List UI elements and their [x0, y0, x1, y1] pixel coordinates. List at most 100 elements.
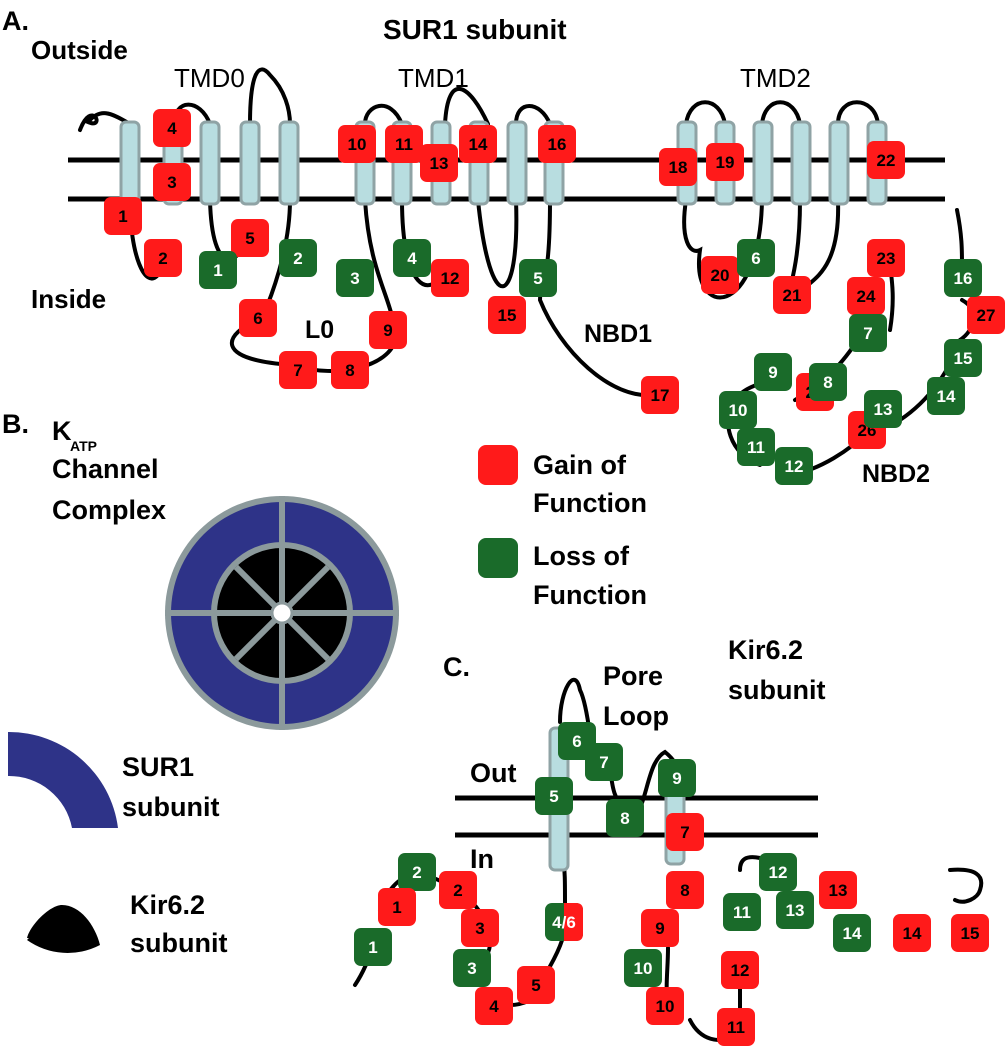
katp-atp: ATP: [70, 438, 97, 454]
helix: [199, 120, 221, 206]
marker-label: 8: [620, 809, 629, 828]
marker-label: 6: [572, 732, 581, 751]
gain-marker-12: 12: [431, 259, 469, 297]
marker-label: 3: [350, 269, 359, 288]
marker-label: 1: [368, 938, 377, 957]
gain-marker-4: 4: [153, 109, 191, 147]
marker-label: 3: [467, 959, 476, 978]
marker-label: 12: [731, 961, 750, 980]
marker-label: 4: [489, 997, 499, 1016]
helix: [790, 120, 812, 206]
panel-b: B. K ATP Channel Complex SUR1 subunit Ki…: [2, 409, 399, 958]
mixed-marker-4-6: 4/6: [545, 903, 583, 941]
marker-label: 2: [453, 881, 462, 900]
loss-marker-1: 1: [199, 251, 237, 289]
loss-marker-14: 14: [927, 377, 965, 415]
helix: [506, 120, 528, 206]
loss-marker-14: 14: [833, 914, 871, 952]
marker-label: 15: [498, 306, 517, 325]
gain-marker-3: 3: [153, 163, 191, 201]
marker-label: 12: [769, 863, 788, 882]
gain-marker-11: 11: [385, 125, 423, 163]
marker-label: 2: [158, 249, 167, 268]
gain-marker-9: 9: [641, 909, 679, 947]
gain-marker-18: 18: [659, 148, 697, 186]
marker-label: 1: [118, 207, 127, 226]
marker-label: 7: [599, 753, 608, 772]
panel-a-letter: A.: [2, 6, 29, 36]
gain-marker-22: 22: [867, 141, 905, 179]
marker-label: 9: [672, 769, 681, 788]
marker-label: 5: [531, 976, 540, 995]
loss-marker-13: 13: [864, 390, 902, 428]
loss-marker-2: 2: [279, 239, 317, 277]
sur1-arc-icon: [8, 731, 118, 828]
loss-marker-9: 9: [754, 353, 792, 391]
complex-label: Complex: [52, 495, 166, 525]
in-label: In: [470, 844, 494, 874]
marker-label: 1: [213, 261, 222, 280]
nbd2-label: NBD2: [862, 460, 930, 488]
marker-label: 20: [711, 266, 730, 285]
gain-marker-11: 11: [717, 1008, 755, 1046]
helix: [828, 120, 850, 206]
marker-label: 15: [954, 349, 973, 368]
gain-marker-15: 15: [488, 296, 526, 334]
marker-label: 5: [549, 787, 558, 806]
gain-marker-17: 17: [641, 376, 679, 414]
marker-label: 6: [751, 249, 760, 268]
gain-line1: Gain of: [533, 450, 627, 480]
loss-marker-6: 6: [737, 239, 775, 277]
marker-label: 13: [874, 400, 893, 419]
marker-label: 12: [441, 269, 460, 288]
panel-c-letter: C.: [443, 652, 470, 682]
gain-marker-2: 2: [439, 871, 477, 909]
loss-marker-12: 12: [759, 853, 797, 891]
marker-label: 16: [548, 135, 567, 154]
helix: [239, 120, 261, 206]
marker-label: 8: [345, 361, 354, 380]
gain-marker-9: 9: [369, 311, 407, 349]
gain-marker-13: 13: [420, 144, 458, 182]
gain-marker-19: 19: [706, 143, 744, 181]
loss-marker-15: 15: [944, 339, 982, 377]
function-legend: Gain of Function Loss of Function: [478, 445, 647, 610]
helix: [752, 120, 774, 206]
gain-marker-12: 12: [721, 951, 759, 989]
loss-marker-16: 16: [944, 259, 982, 297]
inside-label: Inside: [31, 284, 106, 314]
marker-label: 24: [857, 287, 876, 306]
marker-label: 4: [167, 119, 177, 138]
gain-marker-5: 5: [231, 219, 269, 257]
marker-label: 14: [469, 135, 488, 154]
loss-marker-1: 1: [354, 928, 392, 966]
marker-label: 17: [651, 386, 670, 405]
marker-label: 10: [348, 135, 367, 154]
loss-marker-3: 3: [453, 949, 491, 987]
marker-label: 4/6: [552, 913, 576, 932]
gain-marker-20: 20: [701, 256, 739, 294]
kir-legend-line2: subunit: [130, 928, 227, 958]
loss-swatch: [478, 538, 518, 578]
marker-label: 11: [733, 903, 751, 922]
marker-label: 9: [655, 919, 664, 938]
helix: [119, 120, 141, 206]
marker-label: 13: [829, 881, 848, 900]
gain-marker-2: 2: [144, 239, 182, 277]
marker-label: 14: [937, 387, 956, 406]
marker-label: 14: [903, 924, 922, 943]
marker-label: 8: [680, 881, 689, 900]
gain-line2: Function: [533, 488, 647, 518]
loss-marker-12: 12: [775, 447, 813, 485]
gain-marker-14: 14: [459, 125, 497, 163]
channel-label: Channel: [52, 454, 159, 484]
marker-label: 11: [747, 438, 765, 457]
channel-complex-icon: [165, 496, 399, 730]
gain-marker-15: 15: [951, 914, 989, 952]
marker-label: 13: [786, 901, 805, 920]
loss-marker-4: 4: [393, 239, 431, 277]
sur1-helices: [119, 120, 888, 206]
loss-marker-5: 5: [519, 259, 557, 297]
tmd0-label: TMD0: [174, 63, 245, 93]
